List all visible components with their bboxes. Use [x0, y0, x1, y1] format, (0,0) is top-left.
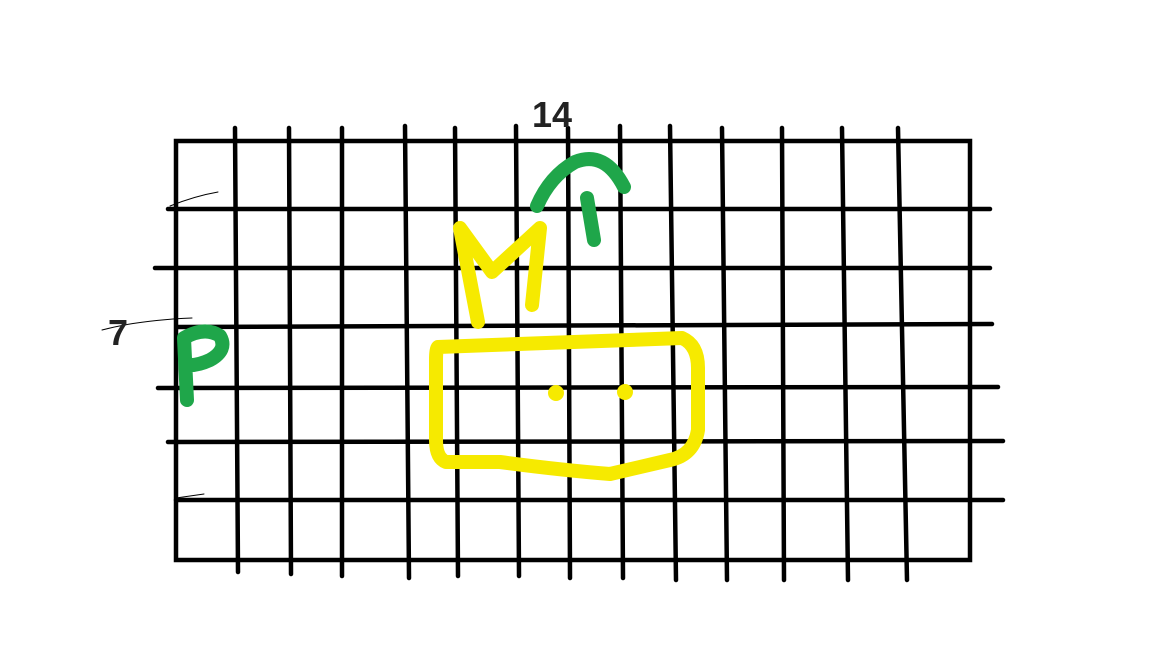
grid-col-line: [402, 123, 412, 581]
yellow-dot: [617, 384, 633, 400]
row-count-label: 7: [108, 312, 129, 353]
grid-col-line: [839, 125, 851, 583]
yellow-letter-m: [453, 221, 547, 329]
column-count-label: 14: [532, 94, 573, 135]
grid-col-line: [565, 125, 573, 581]
grid-col-line: [617, 123, 626, 581]
grid-col-line: [232, 125, 241, 575]
yellow-rectangle: [429, 331, 705, 481]
grid-col-line: [286, 125, 294, 577]
grid: [152, 123, 1006, 583]
green-arrow-head: [530, 152, 631, 213]
green-arrow-stem: [580, 191, 601, 247]
stray-strokes: [101, 191, 219, 499]
grid-col-line: [719, 125, 730, 583]
yellow-marks: [429, 221, 705, 481]
green-marks: [177, 152, 631, 407]
grid-row-line: [165, 438, 1006, 445]
grid-col-line: [895, 125, 910, 583]
grid-frame: [173, 138, 973, 563]
grid-row-line: [175, 321, 995, 330]
yellow-dot: [548, 385, 564, 401]
green-letter-p: [177, 324, 230, 407]
grid-col-line: [667, 123, 679, 583]
grid-col-line: [779, 125, 787, 583]
grid-row-line: [155, 384, 1001, 391]
